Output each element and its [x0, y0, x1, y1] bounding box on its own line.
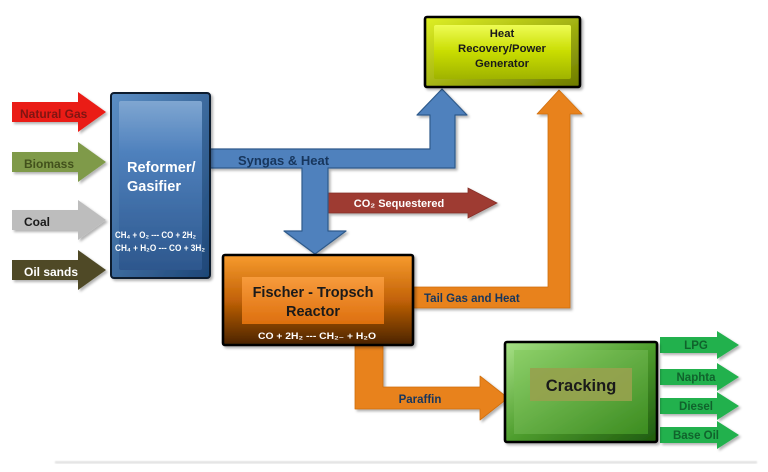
reformer-equation-2: CH₄ + H₂O --- CO + 3H₂: [115, 243, 205, 253]
oil-sands-label: Oil sands: [24, 265, 78, 279]
diesel-label: Diesel: [679, 401, 713, 413]
oil-sands-arrow: [12, 250, 106, 290]
reformer-box-face: [119, 101, 202, 270]
biomass-arrow: [12, 142, 106, 182]
diesel-arrow: [660, 392, 739, 420]
reformer-title-line2: Gasifier: [127, 179, 181, 195]
paraffin-label: Paraffin: [399, 394, 442, 406]
tail-gas-flow-arrow: [412, 89, 583, 309]
heat-recovery-title-line2: Recovery/Power: [458, 43, 547, 55]
flow-connectors: [209, 88, 583, 421]
ft-reactor-title-line2: Reactor: [286, 304, 340, 320]
reformer-gasifier-box: [110, 92, 211, 279]
cracking-title: Cracking: [546, 377, 617, 395]
syngas-heat-label: Syngas & Heat: [238, 153, 330, 168]
co2-sequestered-label: CO₂ Sequestered: [354, 198, 444, 210]
output-arrows: [660, 331, 739, 449]
lpg-arrow: [660, 331, 739, 359]
ft-reactor-equation: CO + 2H₂ --- CH₂₋ + H₂O: [258, 331, 376, 341]
ft-reactor-title-line1: Fischer - Tropsch: [253, 285, 374, 301]
reformer-title-line1: Reformer/: [127, 160, 196, 176]
naphta-arrow: [660, 363, 739, 391]
input-arrows: [12, 92, 106, 290]
naphta-label: Naphta: [677, 372, 717, 384]
syngas-flow-arrow: [209, 88, 468, 255]
reformer-equation-1: CH₄ + O₂ --- CO + 2H₂: [115, 230, 196, 240]
natural-gas-arrow: [12, 92, 106, 132]
ft-reactor-box: [221, 253, 415, 347]
cracking-label-panel: [530, 368, 632, 401]
tail-gas-heat-label: Tail Gas and Heat: [424, 293, 520, 305]
base-oil-label: Base Oil: [673, 430, 719, 442]
heat-recovery-title-line1: Heat: [490, 28, 515, 40]
co2-sequestered-arrow: [325, 187, 498, 219]
ft-reactor-box-face: [242, 277, 384, 324]
heat-recovery-box-face: [434, 25, 571, 79]
bottom-edge-artifact: [55, 461, 757, 464]
natural-gas-label: Natural Gas: [20, 107, 88, 121]
base-oil-arrow: [660, 421, 739, 449]
heat-recovery-title-line3: Generator: [475, 58, 530, 70]
coal-arrow: [12, 200, 106, 240]
cracking-box: [503, 340, 659, 444]
paraffin-flow-arrow: [354, 344, 509, 421]
biomass-label: Biomass: [24, 157, 74, 171]
lpg-label: LPG: [684, 340, 708, 352]
heat-recovery-box: [423, 15, 582, 89]
coal-label: Coal: [24, 215, 50, 229]
